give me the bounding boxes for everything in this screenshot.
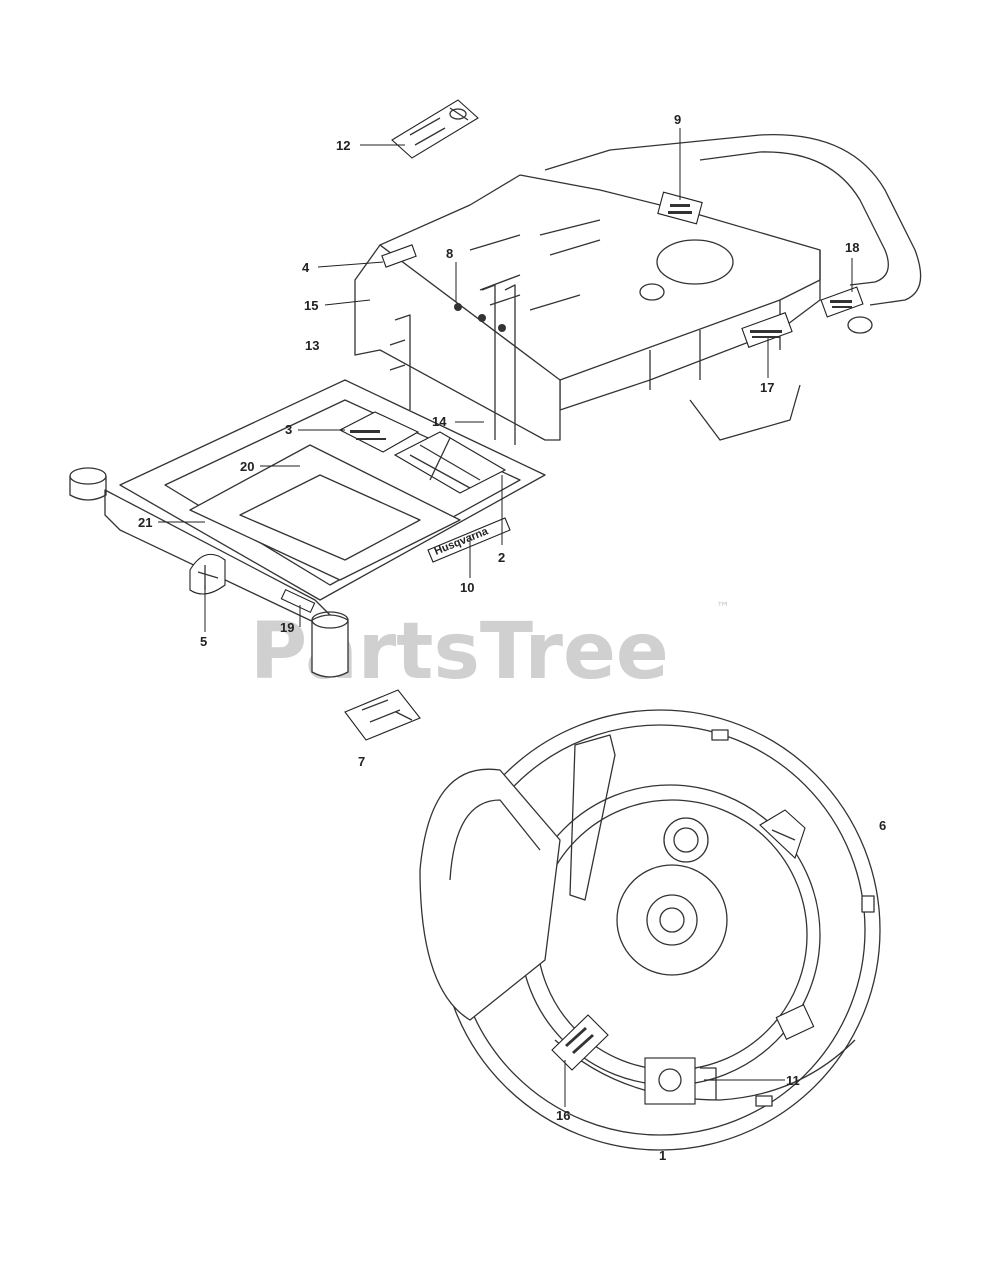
callout-16[interactable]: 16 bbox=[556, 1108, 570, 1123]
callout-7[interactable]: 7 bbox=[358, 754, 365, 769]
deck-lift-arm bbox=[569, 734, 616, 901]
deck-tab-top bbox=[711, 729, 729, 741]
callout-6[interactable]: 6 bbox=[879, 818, 886, 833]
rear-handle-bar bbox=[544, 133, 922, 306]
callout-19[interactable]: 19 bbox=[280, 620, 294, 635]
decal-9 bbox=[657, 191, 703, 225]
front-left-caster bbox=[69, 467, 107, 501]
foot-platform-frame bbox=[119, 379, 546, 601]
decal-19 bbox=[280, 588, 316, 614]
decal-3 bbox=[338, 411, 420, 453]
foot-pad-inner bbox=[239, 474, 421, 561]
decal-5 bbox=[189, 553, 226, 595]
callout-21[interactable]: 21 bbox=[138, 515, 152, 530]
callout-12[interactable]: 12 bbox=[336, 138, 350, 153]
under-body bbox=[689, 384, 801, 441]
deck-tab-right bbox=[861, 895, 875, 913]
decal-7 bbox=[344, 689, 421, 741]
callout-5[interactable]: 5 bbox=[200, 634, 207, 649]
callout-11[interactable]: 11 bbox=[786, 1073, 800, 1088]
front-upright-panel bbox=[354, 244, 561, 441]
decal-18 bbox=[820, 286, 864, 318]
deck-spindle bbox=[616, 864, 728, 976]
watermark-trademark: ™ bbox=[716, 600, 730, 616]
callout-8[interactable]: 8 bbox=[446, 246, 453, 261]
mower-chassis bbox=[69, 133, 922, 678]
callout-10[interactable]: 10 bbox=[460, 580, 474, 595]
control-levers bbox=[389, 284, 516, 445]
decal-6 bbox=[759, 809, 806, 859]
decal-11-panel bbox=[644, 1057, 696, 1105]
decal-11 bbox=[644, 1057, 717, 1105]
front-right-caster bbox=[311, 611, 349, 678]
body-right-panel bbox=[559, 250, 821, 411]
decal-4 bbox=[381, 244, 417, 268]
callout-1[interactable]: 1 bbox=[659, 1148, 666, 1163]
callout-15[interactable]: 15 bbox=[304, 298, 318, 313]
leader-lines bbox=[158, 128, 853, 1107]
callout-20[interactable]: 20 bbox=[240, 459, 254, 474]
deck-warning-label bbox=[775, 1004, 815, 1040]
deck-tab-bottom bbox=[755, 1095, 773, 1107]
callout-17[interactable]: 17 bbox=[760, 380, 774, 395]
callout-18[interactable]: 18 bbox=[845, 240, 859, 255]
foot-pad bbox=[189, 444, 461, 581]
decal-12 bbox=[391, 99, 479, 159]
body-slots bbox=[469, 219, 601, 311]
decal-17 bbox=[741, 312, 793, 348]
callouts: 1 2 3 4 5 6 7 8 9 10 11 12 13 14 15 16 1… bbox=[138, 112, 886, 1163]
fuel-cap bbox=[639, 283, 665, 301]
fuel-tank bbox=[656, 239, 734, 285]
callout-2[interactable]: 2 bbox=[498, 550, 505, 565]
rear-axle-knob bbox=[847, 316, 873, 334]
callout-13[interactable]: 13 bbox=[305, 338, 319, 353]
callout-4[interactable]: 4 bbox=[302, 260, 310, 275]
decal-2 bbox=[393, 431, 507, 494]
callout-9[interactable]: 9 bbox=[674, 112, 681, 127]
callout-3[interactable]: 3 bbox=[285, 422, 292, 437]
deck-top-boss bbox=[663, 817, 709, 863]
decal-8 bbox=[454, 303, 506, 332]
callout-14[interactable]: 14 bbox=[432, 414, 447, 429]
